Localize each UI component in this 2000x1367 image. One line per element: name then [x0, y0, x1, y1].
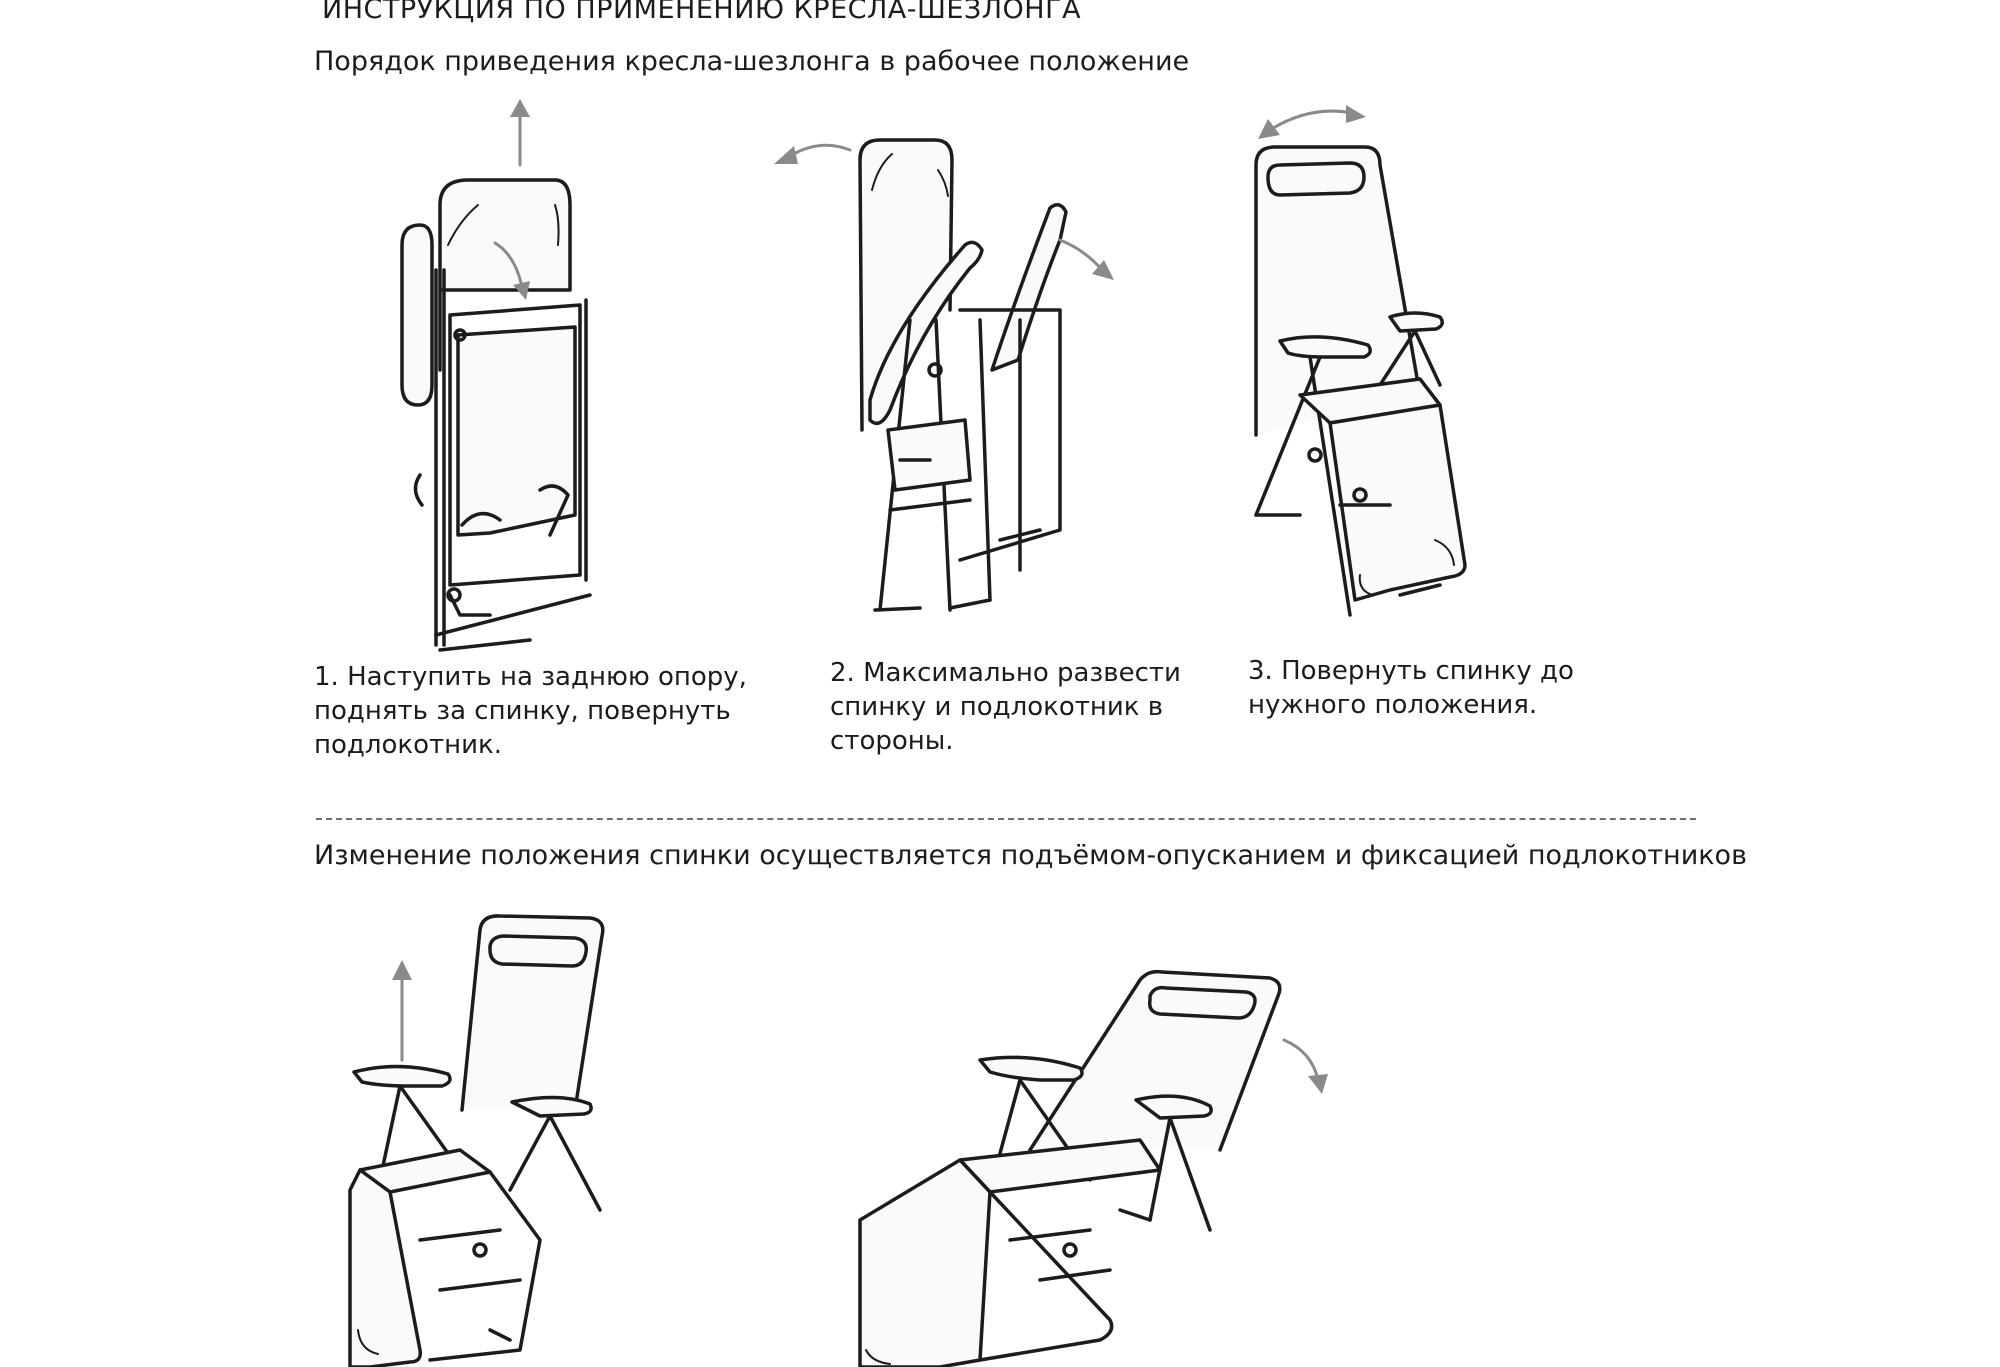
section-divider — [316, 818, 1696, 820]
arrow-rotate-icon — [493, 241, 524, 289]
document-title: ИНСТРУКЦИЯ ПО ПРИМЕНЕНИЮ КРЕСЛА-ШЕЗЛОНГА — [322, 0, 1082, 25]
step-3-text: 3. Повернуть спинку до нужного положения… — [1248, 656, 1574, 720]
arrow-double-curve-icon — [1268, 109, 1354, 132]
step-2-text: 2. Максимально развести спинку и подлоко… — [830, 658, 1181, 756]
illustration-folded-chair — [400, 99, 592, 652]
section-heading-backrest: Изменение положения спинки осуществляетс… — [314, 840, 1747, 871]
step-1-text: 1. Наступить на заднюю опору, поднять за… — [314, 662, 747, 760]
illustration-unfolding-chair — [774, 138, 1114, 612]
arrow-down-curve-icon — [1282, 1038, 1320, 1082]
illustration-raise-armrest — [348, 914, 605, 1367]
arrow-right-curve-icon — [1058, 238, 1104, 272]
section-heading-unfold: Порядок приведения кресла-шезлонга в раб… — [314, 46, 1190, 77]
illustration-reclined-chair — [1254, 105, 1467, 617]
arrow-left-curve-icon — [788, 143, 852, 158]
illustration-lower-backrest — [858, 969, 1328, 1367]
